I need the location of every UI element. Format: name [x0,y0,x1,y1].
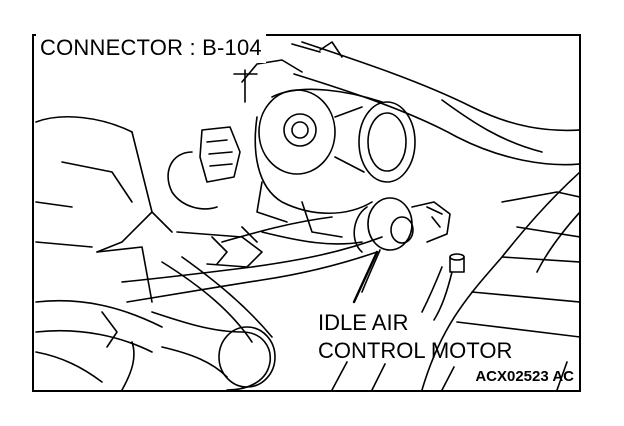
idle-air-control-motor [352,197,451,304]
connector-pointer [291,43,321,53]
sensor-bolt [421,253,465,321]
connector-b104 [167,126,241,210]
figure-code: ACX02523 AC [475,368,574,385]
connector-label: CONNECTOR : B-104 [36,34,266,63]
callout-line-2: CONTROL MOTOR [318,338,513,363]
diagram-frame [32,34,581,392]
throttle-body [233,41,416,238]
lower-hoses [35,246,276,390]
air-intake-hose [293,41,579,166]
engine-block-left [35,116,173,253]
bottom-details [121,341,568,390]
engine-panel-right [421,171,579,390]
callout-line-1: IDLE AIR [318,310,409,335]
engine-bay-illustration [35,41,579,390]
